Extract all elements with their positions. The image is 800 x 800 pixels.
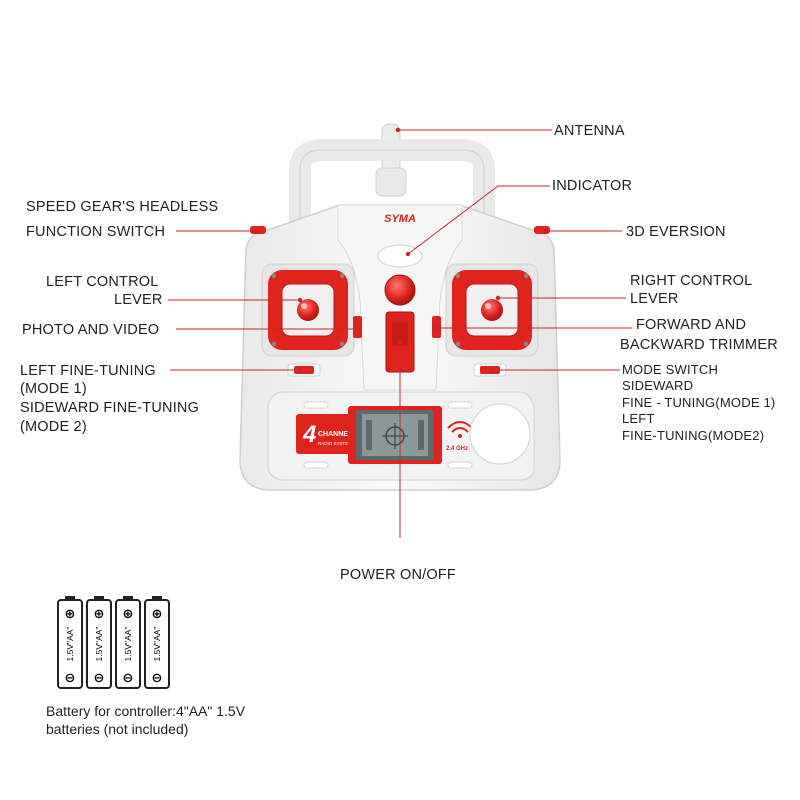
battery-plus-icon: ⊕	[123, 607, 134, 622]
label-speed-gear-1: SPEED GEAR'S HEADLESS	[26, 199, 219, 215]
label-trimmer-1: FORWARD AND	[636, 317, 747, 333]
label-trimmer-2: BACKWARD TRIMMER	[620, 337, 778, 353]
label-right-lever-2: LEVER	[630, 291, 679, 307]
battery-cell: ⊕ ⊖ 1.5V"AA"	[115, 596, 141, 689]
right-control-lever[interactable]	[445, 263, 539, 357]
battery-minus-icon: ⊖	[94, 671, 105, 686]
label-3d-eversion: 3D EVERSION	[626, 224, 726, 240]
label-mode-switch-1: MODE SWITCH	[622, 362, 719, 377]
leader-lines	[168, 129, 632, 538]
label-speed-gear-2: FUNCTION SWITCH	[26, 224, 166, 240]
battery-cell: ⊕ ⊖ 1.5V"AA"	[57, 596, 83, 689]
svg-text:2.4 GHz: 2.4 GHz	[446, 446, 468, 452]
label-left-tuning-2: (MODE 1)	[20, 381, 87, 397]
battery-minus-icon: ⊖	[123, 671, 134, 686]
svg-text:RADIO SYSTEM: RADIO SYSTEM	[318, 441, 352, 446]
lcd-screen	[348, 406, 442, 464]
battery-plus-icon: ⊕	[65, 607, 76, 622]
label-left-tuning-3: SIDEWARD FINE-TUNING	[20, 400, 200, 416]
battery-cell: ⊕ ⊖ 1.5V"AA"	[86, 596, 112, 689]
label-left-tuning-4: (MODE 2)	[20, 419, 87, 435]
battery-caption-line2: batteries (not included)	[46, 721, 189, 737]
label-mode-switch-5: FINE-TUNING(MODE2)	[622, 428, 765, 443]
syma-logo: SYMA	[384, 213, 416, 225]
left-fine-tuning	[294, 366, 314, 374]
wifi-icon: 2.4 GHz	[446, 421, 473, 452]
battery-cell-label: 1.5V"AA"	[123, 627, 133, 662]
battery-plus-icon: ⊕	[94, 607, 105, 622]
battery-cell-label: 1.5V"AA"	[152, 627, 162, 662]
svg-text:CHANNEL: CHANNEL	[318, 431, 353, 438]
battery-cell-label: 1.5V"AA"	[65, 627, 75, 662]
battery-minus-icon: ⊖	[152, 671, 163, 686]
channel-badge: 4 CHANNEL RADIO SYSTEM	[296, 414, 353, 454]
battery-cover	[469, 403, 531, 465]
label-photo-video: PHOTO AND VIDEO	[22, 322, 160, 338]
label-right-lever-1: RIGHT CONTROL	[630, 273, 753, 289]
label-left-lever-1: LEFT CONTROL	[46, 274, 159, 290]
label-antenna: ANTENNA	[554, 123, 625, 139]
label-mode-switch-3: FINE - TUNING(MODE 1)	[622, 395, 776, 410]
label-mode-switch-4: LEFT	[622, 411, 655, 426]
battery-caption-line1: Battery for controller:4"AA" 1.5V	[46, 703, 246, 719]
label-mode-switch-2: SIDEWARD	[622, 378, 694, 393]
label-left-tuning-1: LEFT FINE-TUNING	[20, 363, 156, 379]
label-indicator: INDICATOR	[552, 178, 633, 194]
battery-group: ⊕ ⊖ 1.5V"AA" ⊕ ⊖ 1.5V"AA" ⊕ ⊖ 1.5V"AA" ⊕ ⊖ 1.5V"AA"	[57, 596, 170, 689]
left-control-lever[interactable]	[261, 263, 355, 357]
battery-plus-icon: ⊕	[152, 607, 163, 622]
battery-cell-label: 1.5V"AA"	[94, 627, 104, 662]
battery-caption: Battery for controller:4"AA" 1.5V batter…	[46, 702, 245, 738]
battery-minus-icon: ⊖	[65, 671, 76, 686]
label-left-lever-2: LEVER	[114, 292, 163, 308]
label-power: POWER ON/OFF	[340, 567, 456, 583]
center-knob	[384, 274, 416, 306]
indicator-light	[377, 244, 423, 268]
battery-cell: ⊕ ⊖ 1.5V"AA"	[144, 596, 170, 689]
svg-text:4: 4	[302, 421, 316, 448]
